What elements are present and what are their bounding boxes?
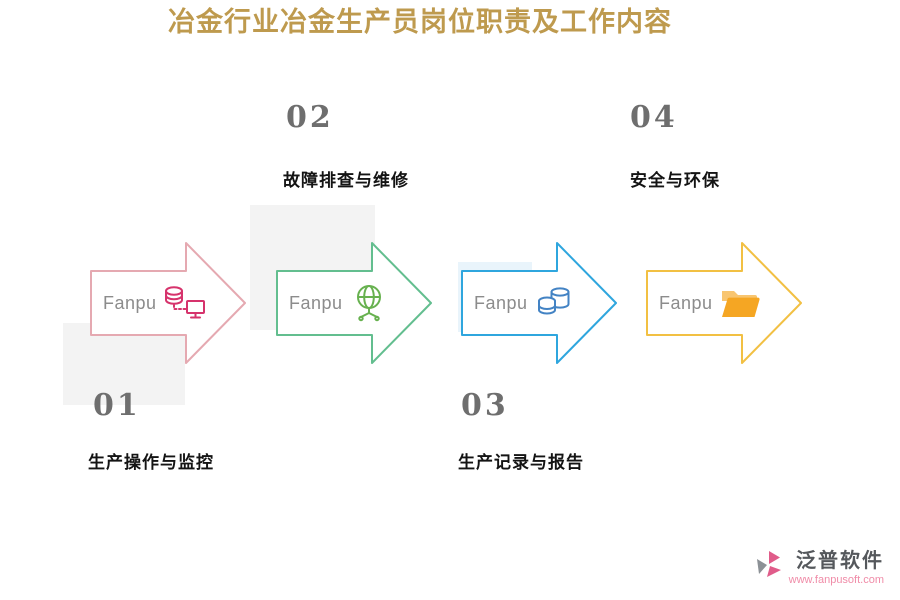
database-monitor-icon [164, 286, 205, 319]
footer-url[interactable]: www.fanpusoft.com [788, 574, 884, 586]
fanpu-brand: Fanpu [659, 292, 713, 313]
step-01-number: 01 [93, 388, 141, 423]
page-title: 冶金行业冶金生产员岗位职责及工作内容 [168, 7, 672, 38]
footer-brand-name: 泛普软件 [796, 550, 884, 572]
step-01-label: 生产操作与监控 [88, 453, 214, 472]
fanpu-brand: Fanpu [474, 292, 528, 313]
arrow-step-02 [276, 238, 436, 368]
step-04-label: 安全与环保 [630, 171, 720, 190]
arrow-02-content: Fanpu [289, 238, 389, 368]
arrow-step-04 [646, 238, 806, 368]
footer-logo: 泛普软件 www.fanpusoft.com [756, 550, 884, 586]
step-03-number: 03 [461, 388, 509, 423]
step-02-label: 故障排查与维修 [283, 171, 409, 190]
folder-icon [721, 291, 760, 317]
arrow-shape-04 [646, 242, 802, 364]
step-04-number: 04 [630, 100, 678, 135]
arrow-03-content: Fanpu [474, 238, 574, 368]
step-03-label: 生产记录与报告 [458, 453, 584, 472]
arrow-01-content: Fanpu [103, 238, 207, 368]
fanpu-brand: Fanpu [289, 292, 343, 313]
arrow-shape-02 [276, 242, 432, 364]
fanpu-brand: Fanpu [103, 292, 157, 313]
bg-square-bottom [63, 323, 185, 405]
globe-network-icon [356, 285, 381, 322]
step-02-number: 02 [286, 100, 334, 135]
database-icon [537, 287, 570, 315]
arrow-04-content: Fanpu [659, 238, 761, 368]
footer-texts: 泛普软件 www.fanpusoft.com [789, 550, 884, 586]
fanpu-logo-icon [756, 551, 781, 577]
